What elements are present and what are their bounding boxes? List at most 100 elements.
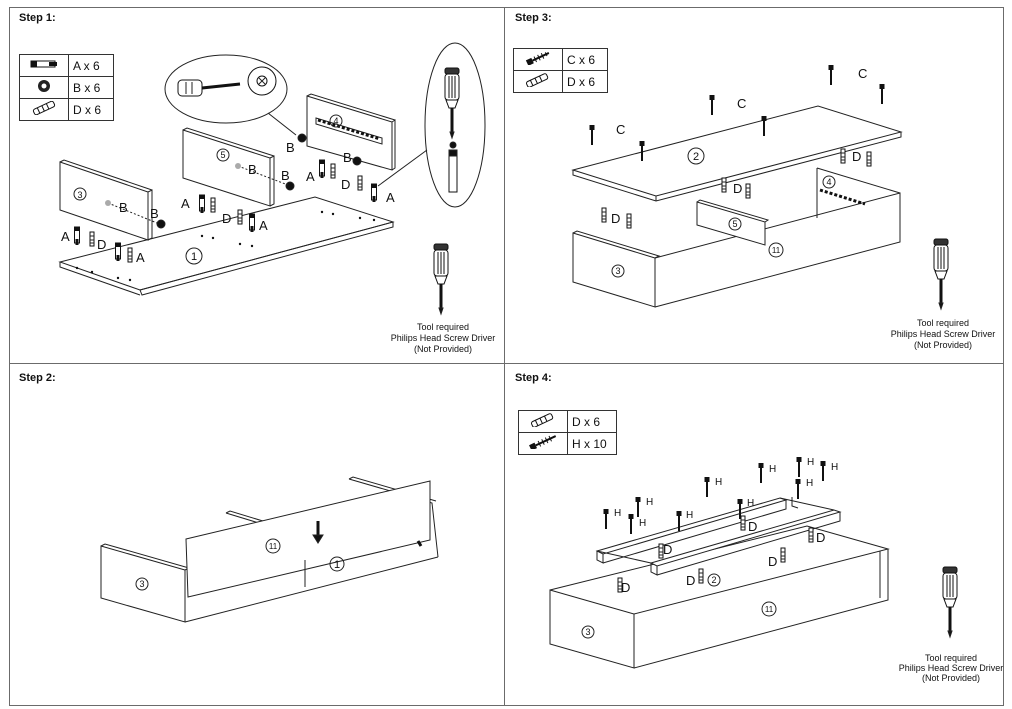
label-b: B <box>281 168 290 183</box>
label-d: D <box>768 554 777 569</box>
label-d: D <box>748 519 757 534</box>
legend-qty-b: B x 6 <box>68 76 114 99</box>
label-a: A <box>386 190 395 205</box>
legend-qty-c: C x 6 <box>562 48 608 71</box>
part-number-2: 2 <box>707 573 721 587</box>
part-number-3: 3 <box>73 187 87 201</box>
step3-hardware-legend: C x 6 D x 6 <box>513 48 608 93</box>
svg-text:11: 11 <box>772 246 781 255</box>
svg-text:3: 3 <box>615 266 620 276</box>
step1-hardware <box>74 133 377 282</box>
part-number-4: 4 <box>822 175 836 189</box>
label-a: A <box>259 218 268 233</box>
legend-row-h: H x 10 <box>518 432 617 455</box>
tool-required-note-step1: Tool required Philips Head Screw Driver … <box>390 322 496 354</box>
label-a: A <box>181 196 190 211</box>
label-d: D <box>733 181 742 196</box>
svg-text:3: 3 <box>585 627 590 637</box>
step1-hardware-legend: A x 6 B x 6 D x 6 <box>19 54 114 121</box>
label-h: H <box>715 477 722 488</box>
screwdriver-icon <box>941 565 959 639</box>
part-number-5: 5 <box>728 217 742 231</box>
step4-drawing: H H H H H H H H H H D D D D D D 2 <box>549 456 959 669</box>
label-a: A <box>136 250 145 265</box>
label-d: D <box>97 237 106 252</box>
part-number-5: 5 <box>216 148 230 162</box>
top-rail-frame <box>595 497 842 576</box>
step1-drawing: B B B B B B A A A A A A D D D 1 <box>58 42 486 316</box>
screwdriver-icon <box>432 242 450 316</box>
part-number-11: 11 <box>265 538 281 554</box>
legend-row-d4: D x 6 <box>518 410 617 433</box>
label-h: H <box>639 518 646 529</box>
legend-row-d: D x 6 <box>19 98 114 121</box>
svg-text:2: 2 <box>693 151 699 163</box>
label-h: H <box>614 508 621 519</box>
label-c: C <box>616 122 625 137</box>
part-number-2: 2 <box>687 147 705 165</box>
step4-panel <box>504 363 1004 706</box>
label-c: C <box>737 96 746 111</box>
label-d: D <box>663 542 672 557</box>
step3-drawing: C C C D D D 2 3 5 11 <box>571 64 950 311</box>
label-d: D <box>621 580 630 595</box>
screwdriver-icon <box>932 237 950 311</box>
svg-text:4: 4 <box>826 177 831 187</box>
part-number-1: 1 <box>329 556 345 572</box>
arrow-down-icon <box>312 534 324 544</box>
part-number-3: 3 <box>135 577 149 591</box>
label-d: D <box>686 573 695 588</box>
label-d: D <box>852 149 861 164</box>
label-d: D <box>341 177 350 192</box>
step1-title: Step 1: <box>19 12 56 24</box>
legend-qty-d: D x 6 <box>68 98 114 121</box>
label-d: D <box>222 211 231 226</box>
label-a: A <box>306 169 315 184</box>
bolt-insert-detail-callout <box>377 42 486 208</box>
part-number-11: 11 <box>768 242 784 258</box>
wood-dowel-icon <box>513 70 563 93</box>
label-c: C <box>858 66 867 81</box>
svg-text:1: 1 <box>334 559 340 571</box>
svg-text:1: 1 <box>191 251 197 263</box>
label-b: B <box>119 200 128 215</box>
tool-required-note-step3: Tool required Philips Head Screw Driver … <box>890 318 996 350</box>
label-h: H <box>806 478 813 489</box>
svg-text:5: 5 <box>732 219 737 229</box>
part-number-11: 11 <box>761 601 777 617</box>
label-b: B <box>150 206 159 221</box>
svg-text:4: 4 <box>333 116 338 126</box>
label-b: B <box>343 150 352 165</box>
label-h: H <box>686 510 693 521</box>
panel-4-side <box>306 93 396 171</box>
step4-title: Step 4: <box>515 372 552 384</box>
label-h: H <box>807 457 814 468</box>
part-number-4: 4 <box>329 114 343 128</box>
legend-qty-h: H x 10 <box>567 432 617 455</box>
label-d: D <box>611 211 620 226</box>
part-number-3: 3 <box>611 264 625 278</box>
svg-text:5: 5 <box>220 150 225 160</box>
label-h: H <box>747 498 754 509</box>
legend-row-d3: D x 6 <box>513 70 608 93</box>
label-h: H <box>769 464 776 475</box>
svg-text:11: 11 <box>269 542 278 551</box>
label-h: H <box>646 497 653 508</box>
panel-1-bottom <box>58 196 395 296</box>
svg-text:3: 3 <box>139 579 144 589</box>
panel-5-divider <box>182 127 275 207</box>
svg-text:2: 2 <box>711 575 716 585</box>
step2-title: Step 2: <box>19 372 56 384</box>
svg-text:11: 11 <box>765 605 774 614</box>
tool-required-note-step4: Tool required Philips Head Screw Driver … <box>898 653 1004 683</box>
step2-drawing: 11 1 3 <box>100 476 439 623</box>
panel-11-back <box>185 480 431 598</box>
label-b: B <box>286 140 295 155</box>
label-a: A <box>61 229 70 244</box>
panel-3-side <box>59 159 153 241</box>
label-h: H <box>831 462 838 473</box>
label-b: B <box>248 162 257 177</box>
svg-text:3: 3 <box>77 190 82 200</box>
